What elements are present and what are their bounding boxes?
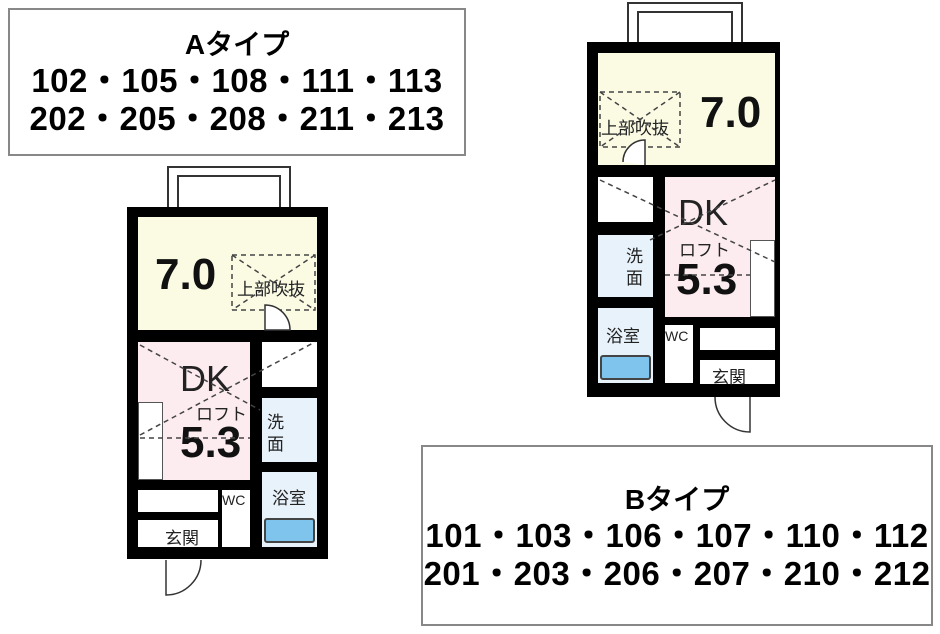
- type-b-rooms-line-1: 101・103・106・107・110・112: [425, 517, 929, 554]
- shoe-closet: [700, 328, 775, 350]
- main-room: [598, 53, 775, 165]
- washroom-label-2: 面: [626, 269, 643, 288]
- door-a-room: [264, 304, 291, 331]
- void-label: 上部吹抜: [237, 280, 305, 299]
- kitchen-counter: [138, 402, 163, 480]
- dk-label: DK: [678, 192, 729, 233]
- washroom: [262, 398, 317, 462]
- washroom-label-2: 面: [267, 435, 284, 454]
- entrance: [700, 360, 775, 384]
- door-b-entrance: [714, 396, 751, 433]
- dk-size: 5.3: [676, 255, 738, 304]
- shoe-closet: [138, 490, 218, 512]
- bathroom-label: 浴室: [272, 489, 306, 508]
- door-b-room: [622, 139, 646, 165]
- main-room: [138, 217, 317, 330]
- bathtub: [264, 518, 315, 543]
- toilet-label: WC: [665, 328, 689, 344]
- toilet-label: WC: [222, 492, 246, 508]
- main-room-size: 7.0: [155, 250, 217, 299]
- toilet-room: [665, 325, 693, 383]
- type-a-info-box: Aタイプ 102・105・108・111・113 202・205・208・211…: [8, 8, 466, 156]
- loft-label: ロフト: [196, 405, 247, 424]
- loft-label: ロフト: [679, 241, 730, 260]
- bathtub: [600, 355, 651, 380]
- washroom-label-1: 洗: [267, 413, 284, 432]
- type-a-title: Aタイプ: [184, 29, 290, 60]
- dk-size: 5.3: [180, 418, 242, 467]
- washroom-label-1: 洗: [626, 247, 643, 266]
- type-a-rooms-line-1: 102・105・108・111・113: [31, 62, 443, 99]
- entrance-label: 玄関: [712, 368, 746, 387]
- door-a-entrance: [165, 559, 202, 596]
- type-b-title: Bタイプ: [624, 484, 730, 515]
- type-b-rooms-line-2: 201・203・206・207・210・212: [423, 555, 931, 592]
- void-area-a: [231, 254, 316, 311]
- main-room-size: 7.0: [700, 88, 762, 137]
- washroom: [598, 235, 653, 297]
- void-label: 上部吹抜: [601, 119, 669, 138]
- kitchen-counter: [750, 240, 775, 317]
- closet: [598, 177, 653, 222]
- type-b-info-box: Bタイプ 101・103・106・107・110・112 201・203・206…: [421, 445, 933, 626]
- toilet-room: [222, 490, 250, 547]
- type-a-rooms-line-2: 202・205・208・211・213: [29, 100, 445, 137]
- entrance: [138, 520, 218, 547]
- bathroom-label: 浴室: [606, 327, 640, 346]
- entrance-label: 玄関: [165, 529, 199, 548]
